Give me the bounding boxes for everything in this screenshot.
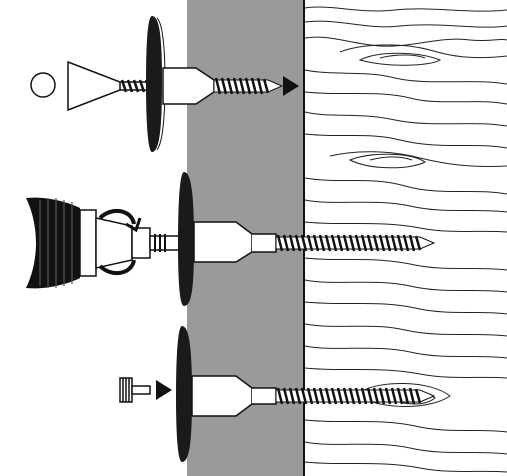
- insulation-washer-icon: [176, 326, 192, 462]
- rotation-arrow-icon: [98, 208, 142, 276]
- direction-arrow-icon: [156, 380, 172, 400]
- step-3-panel: [119, 326, 436, 462]
- direction-arrow-icon: [283, 76, 299, 96]
- insulation-washer-icon: [178, 172, 194, 306]
- wood-screw-icon: [275, 387, 436, 405]
- plug-cap-icon: [119, 377, 151, 403]
- drill-chuck-icon: [26, 197, 181, 289]
- wood-screw-icon: [213, 77, 284, 95]
- wood-screw-icon: [275, 234, 436, 252]
- step-2-panel: [26, 172, 436, 306]
- plastic-sleeve-icon: [193, 221, 277, 263]
- countersunk-screw-icon: [67, 60, 152, 112]
- wood-grain-lines: [304, 6, 507, 473]
- step-indicator-circle-icon: [30, 72, 56, 98]
- step-1-panel: [30, 16, 299, 152]
- insulation-washer-icon: [146, 16, 166, 152]
